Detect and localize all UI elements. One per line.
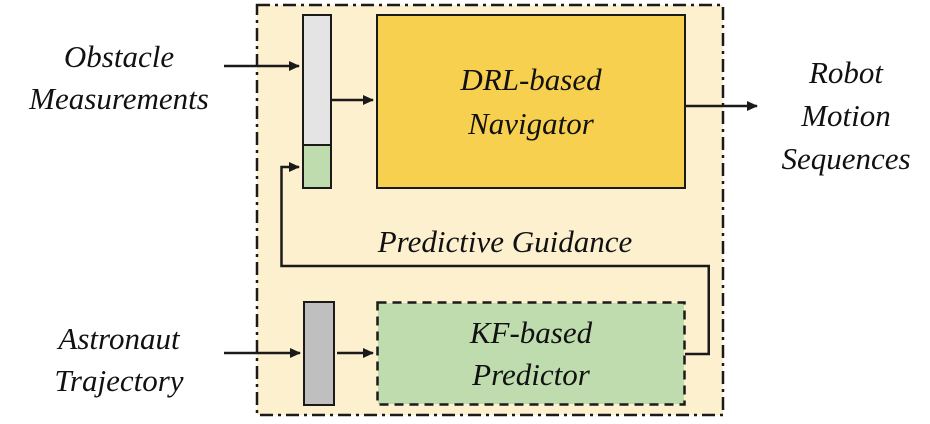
obstacle-observation-buffer [302,14,332,146]
node-label-line: Navigator [468,105,594,141]
label-line: Sequences [781,141,911,176]
robot-motion-sequences-label: Robot Motion Sequences [762,51,930,180]
node-label-line: DRL-based [460,61,602,97]
label-line: Measurements [29,81,209,116]
drl-navigator-node: DRL-based Navigator [376,14,686,189]
node-label-line: KF-based [469,314,593,350]
guidance-observation-buffer [302,144,332,189]
astronaut-trajectory-label: Astronaut Trajectory [8,318,230,402]
kf-predictor-node: KF-based Predictor [378,303,684,404]
obstacle-measurements-label: Obstacle Measurements [8,36,230,120]
predictive-guidance-label: Predictive Guidance [377,224,633,259]
label-line: Trajectory [54,363,184,398]
node-label-line: Predictor [472,356,590,392]
astronaut-trajectory-buffer [303,301,335,406]
label-line: Robot [808,55,884,90]
label-line: Astronaut [58,321,180,356]
label-line: Motion [801,98,891,133]
label-line: Obstacle [63,39,175,74]
